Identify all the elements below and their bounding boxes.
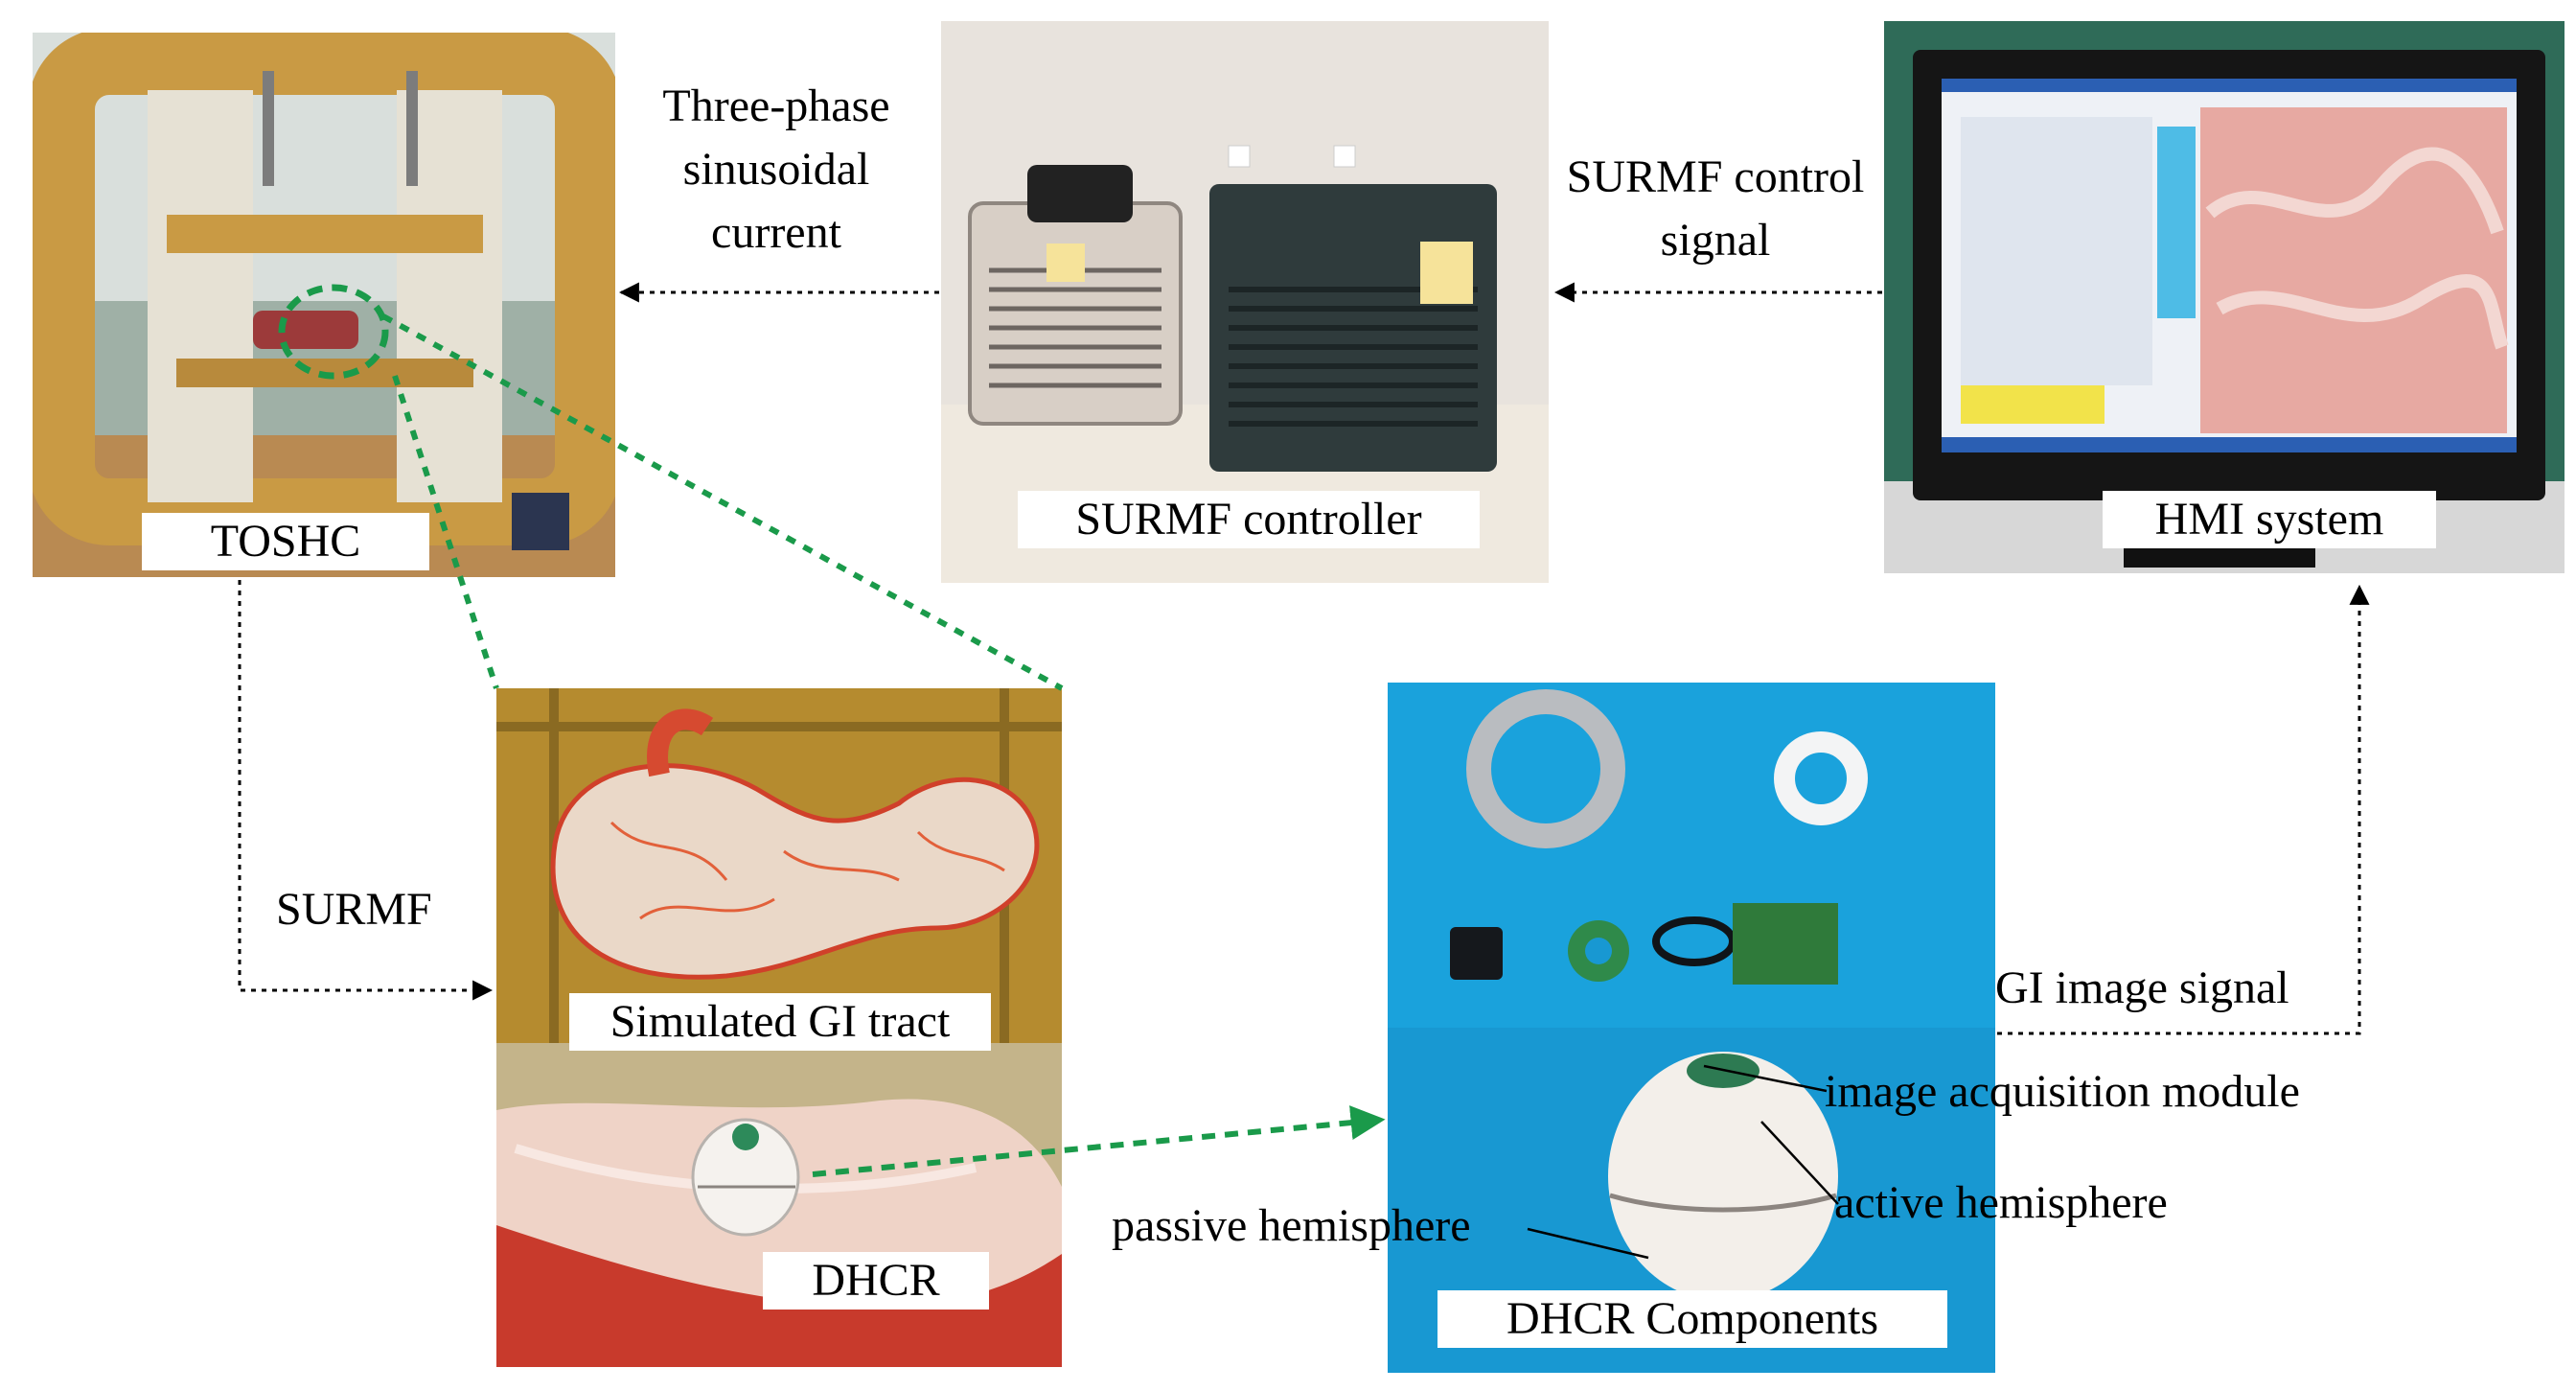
- dhcr-caption: DHCR: [763, 1252, 989, 1310]
- components-photo: [1388, 683, 1995, 1373]
- active-hemisphere-label: active hemisphere: [1834, 1177, 2168, 1228]
- control-signal-label: SURMF control signal: [1552, 146, 1878, 272]
- components-caption: DHCR Components: [1438, 1290, 1947, 1348]
- control-signal-label-text: SURMF control signal: [1566, 151, 1865, 266]
- current-label: Three-phase sinusoidal current: [623, 75, 930, 265]
- gi-image-signal-label: GI image signal: [1995, 962, 2289, 1013]
- components-image: [1388, 683, 1995, 1373]
- hmi-photo: [1884, 21, 2564, 573]
- toshc-caption: TOSHC: [142, 513, 429, 570]
- gi-tract-image: [496, 688, 1062, 1367]
- gi-tract-caption: Simulated GI tract: [569, 993, 991, 1051]
- current-label-text: Three-phase sinusoidal current: [662, 81, 890, 258]
- image-acquisition-label: image acquisition module: [1825, 1066, 2300, 1117]
- surmf-label: SURMF: [276, 884, 432, 935]
- toshc-image: [33, 33, 615, 577]
- controller-caption: SURMF controller: [1018, 491, 1480, 548]
- hmi-caption: HMI system: [2103, 491, 2436, 548]
- gi-tract-photo: [496, 688, 1062, 1367]
- passive-hemisphere-label: passive hemisphere: [1112, 1200, 1471, 1251]
- hmi-image: [1884, 21, 2564, 573]
- toshc-photo: [33, 33, 615, 577]
